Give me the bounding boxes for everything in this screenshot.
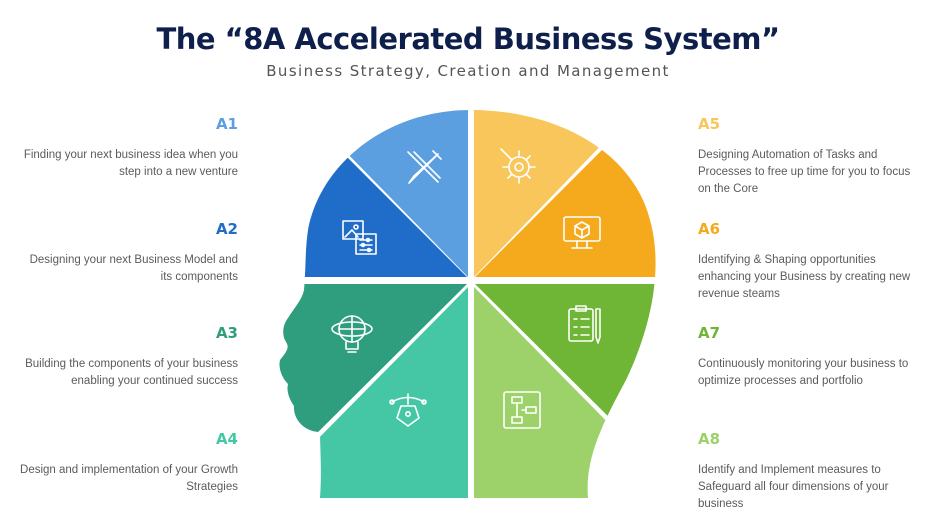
item-a5: A5 Designing Automation of Tasks and Pro…	[698, 115, 918, 198]
item-description: Designing Automation of Tasks and Proces…	[698, 149, 911, 195]
item-description: Identifying & Shaping opportunities enha…	[698, 254, 911, 300]
globe-bulb-icon	[331, 315, 373, 353]
sector-a4	[305, 287, 468, 498]
item-description: Designing your next Business Model and i…	[29, 254, 238, 283]
item-a3: A3 Building the components of your busin…	[18, 324, 238, 390]
item-a1: A1 Finding your next business idea when …	[18, 115, 238, 181]
item-description: Design and implementation of your Growth…	[20, 464, 238, 493]
monitor-cube-icon	[563, 216, 601, 249]
item-description: Identify and Implement measures to Safeg…	[698, 464, 889, 510]
image-sliders-icon	[342, 220, 377, 255]
item-a7: A7 Continuously monitoring your business…	[698, 324, 918, 390]
item-a6: A6 Identifying & Shaping opportunities e…	[698, 220, 918, 303]
sector-a3	[279, 284, 467, 450]
item-code: A6	[698, 220, 721, 238]
item-description: Continuously monitoring your business to…	[698, 358, 909, 387]
gear-wrench-icon	[500, 148, 536, 184]
pencil-ruler-icon	[407, 150, 442, 184]
item-code: A2	[215, 220, 238, 238]
clipboard-pen-icon	[568, 305, 601, 344]
page-subtitle: Business Strategy, Creation and Manageme…	[266, 62, 670, 80]
item-code: A4	[215, 430, 238, 448]
item-a8: A8 Identify and Implement measures to Sa…	[698, 430, 918, 513]
item-code: A3	[215, 324, 238, 342]
item-code: A8	[698, 430, 721, 448]
item-code: A5	[698, 115, 721, 133]
pen-tool-icon	[389, 393, 427, 427]
item-code: A7	[698, 324, 721, 342]
flowchart-icon	[503, 391, 541, 429]
item-description: Building the components of your business…	[25, 358, 238, 387]
item-code: A1	[215, 115, 238, 133]
item-description: Finding your next business idea when you…	[23, 149, 238, 178]
item-a2: A2 Designing your next Business Model an…	[18, 220, 238, 286]
page-title: The “8A Accelerated Business System”	[156, 22, 780, 56]
item-a4: A4 Design and implementation of your Gro…	[18, 430, 238, 496]
